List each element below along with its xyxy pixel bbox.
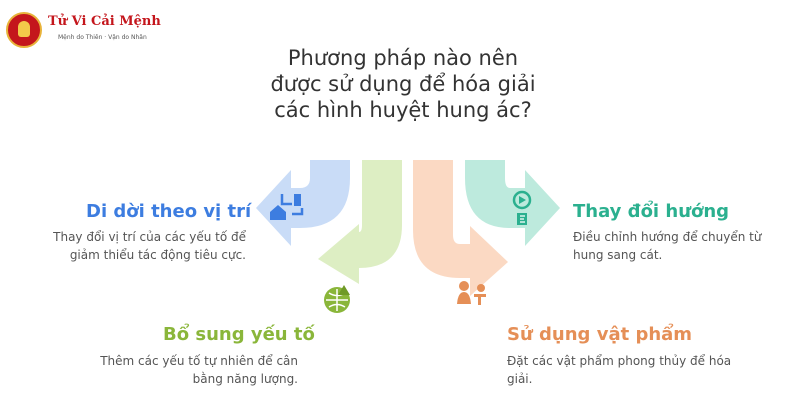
logo-title: Tử Vi Cải Mệnh [48, 14, 161, 29]
option-supplement-desc: Thêm các yếu tố tự nhiên để cân bằng năn… [100, 354, 298, 386]
diagram-question: Phương pháp nào nên được sử dụng để hóa … [270, 46, 536, 122]
option-supplement-title: Bổ sung yếu tố [163, 324, 315, 345]
orange-arrow [413, 160, 508, 296]
option-direction-desc: Điều chỉnh hướng để chuyển từ hung sang … [573, 230, 762, 262]
option-direction-title: Thay đổi hướng [573, 201, 730, 222]
direction-icon [512, 190, 532, 225]
site-logo[interactable]: Tử Vi Cải Mệnh Mệnh do Thiên · Vận do Nh… [6, 12, 161, 52]
option-objects-title: Sử dụng vật phẩm [507, 324, 693, 345]
logo-subtitle: Mệnh do Thiên · Vận do Nhân [58, 34, 147, 41]
relocate-icon [270, 194, 304, 220]
option-relocate-title: Di dời theo vị trí [86, 201, 252, 222]
teal-arrow [465, 160, 560, 246]
option-objects-desc: Đặt các vật phẩm phong thủy để hóa giải. [507, 354, 732, 386]
green-arrow-tail [362, 160, 402, 205]
option-relocate-desc: Thay đổi vị trí của các yếu tố để giảm t… [53, 230, 246, 262]
nature-globe-icon [324, 285, 350, 313]
buddha-logo-icon [6, 12, 42, 48]
blue-arrow [256, 160, 350, 246]
person-objects-icon [457, 281, 486, 305]
